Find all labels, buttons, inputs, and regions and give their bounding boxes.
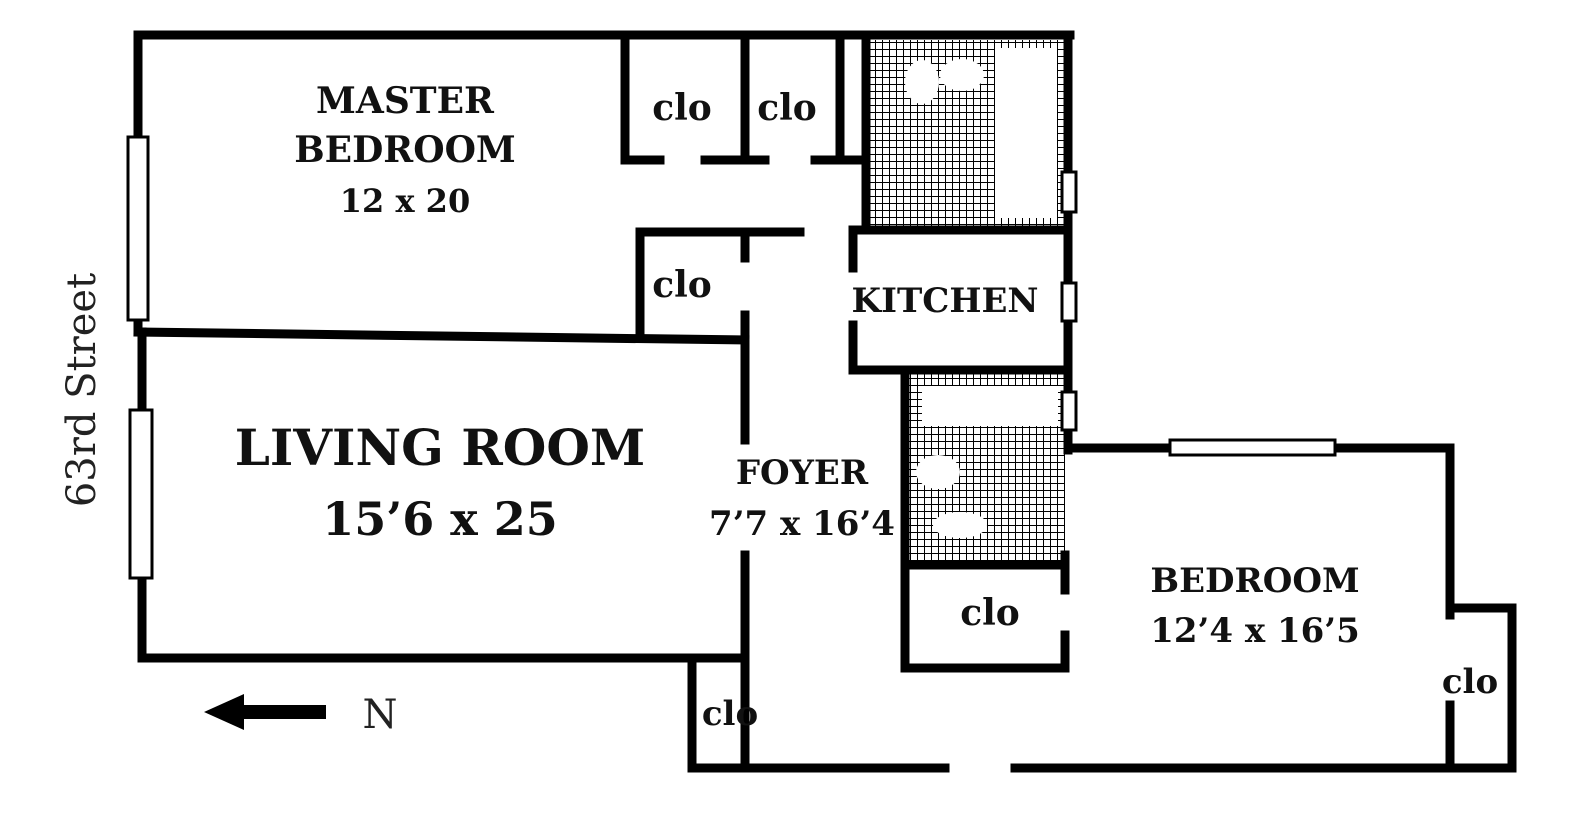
walls [133, 30, 1517, 773]
street-label: 63rd Street [59, 273, 105, 507]
master-bedroom-label: BEDROOM [294, 129, 516, 171]
closet-label: clo [702, 694, 758, 734]
sink-icon [940, 59, 984, 91]
north-arrow-icon [204, 694, 326, 730]
master-bedroom-size: 12 x 20 [340, 182, 470, 220]
closet-label: clo [960, 592, 1020, 634]
closet-label: clo [1442, 662, 1498, 702]
sink-icon [933, 512, 987, 538]
foyer-size: 7’7 x 16’4 [709, 504, 895, 544]
toilet-icon [905, 60, 939, 104]
living-room-size: 15’6 x 25 [322, 492, 558, 546]
windows [126, 135, 1337, 580]
kitchen-label: KITCHEN [852, 281, 1039, 321]
second-bathroom [908, 374, 1065, 564]
closet-label: clo [757, 87, 817, 129]
living-room-label: LIVING ROOM [235, 418, 646, 477]
bedroom-label: BEDROOM [1150, 561, 1359, 601]
closet-label: clo [652, 87, 712, 129]
foyer-label: FOYER [736, 453, 869, 493]
bathtub-icon [995, 48, 1057, 218]
toilet-icon [916, 455, 960, 489]
closet-label: clo [652, 264, 712, 306]
master-bedroom-label: MASTER [316, 80, 495, 122]
master-bathroom [868, 40, 1065, 226]
bedroom-size: 12’4 x 16’5 [1150, 611, 1360, 651]
compass-label: N [363, 692, 398, 738]
bathtub-icon [922, 386, 1058, 426]
